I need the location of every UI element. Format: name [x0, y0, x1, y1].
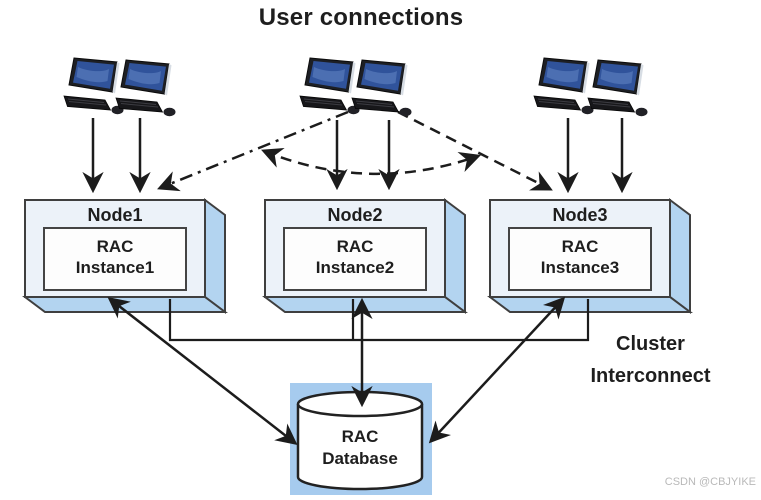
node2-bottom-face — [262, 296, 468, 313]
node2-box — [262, 198, 468, 314]
node2-instance-label: RAC Instance2 — [284, 236, 426, 279]
node3-bottom-face — [487, 296, 693, 313]
node3-inner-box — [508, 227, 652, 291]
database-cylinder-icon — [296, 390, 424, 491]
cluster-interconnect-line1: Cluster — [616, 333, 685, 355]
node1-label: Node1 — [87, 205, 143, 225]
failover-dashdot-arrow-to-node1 — [157, 110, 349, 192]
computer-icon — [351, 59, 412, 117]
cluster-interconnect-label: Cluster Interconnect — [558, 328, 743, 392]
computer-icon — [299, 57, 360, 115]
node1-instance-label: RAC Instance1 — [44, 236, 186, 279]
failover-dashed-arrow-to-node3 — [397, 110, 553, 191]
failover-dashed-arc — [261, 147, 482, 176]
node3-database-arrow — [428, 296, 566, 444]
database-label: RAC Database — [290, 426, 430, 470]
database-label-line2: Database — [322, 449, 398, 469]
computer-icon — [63, 57, 124, 115]
node1-instance-line2: Instance1 — [75, 258, 155, 278]
computer-icon — [533, 57, 594, 115]
node3-label: Node3 — [552, 205, 608, 225]
database-label-line1: RAC — [341, 427, 379, 446]
node2-side-face — [444, 198, 466, 314]
node3-instance-label: RAC Instance3 — [509, 236, 651, 279]
node2-label: Node2 — [327, 205, 383, 225]
node1-side-face — [204, 198, 226, 314]
cluster-interconnect-line2: Interconnect — [590, 365, 711, 387]
node2-instance-line1: RAC — [336, 237, 374, 256]
node3-instance-line1: RAC — [561, 237, 599, 256]
computer-icon — [115, 59, 176, 117]
node1-inner-box — [43, 227, 187, 291]
node3-box — [487, 198, 693, 314]
computer-icon — [587, 59, 648, 117]
watermark: CSDN @CBJYIKE — [664, 476, 756, 488]
node3-side-face — [669, 198, 691, 314]
node2-inner-box — [283, 227, 427, 291]
node1-database-arrow — [107, 297, 298, 445]
node3-instance-line2: Instance3 — [540, 258, 620, 278]
diagram-title: User connections — [258, 4, 464, 31]
node2-instance-line2: Instance2 — [315, 258, 395, 278]
node1-instance-line1: RAC — [96, 237, 134, 256]
